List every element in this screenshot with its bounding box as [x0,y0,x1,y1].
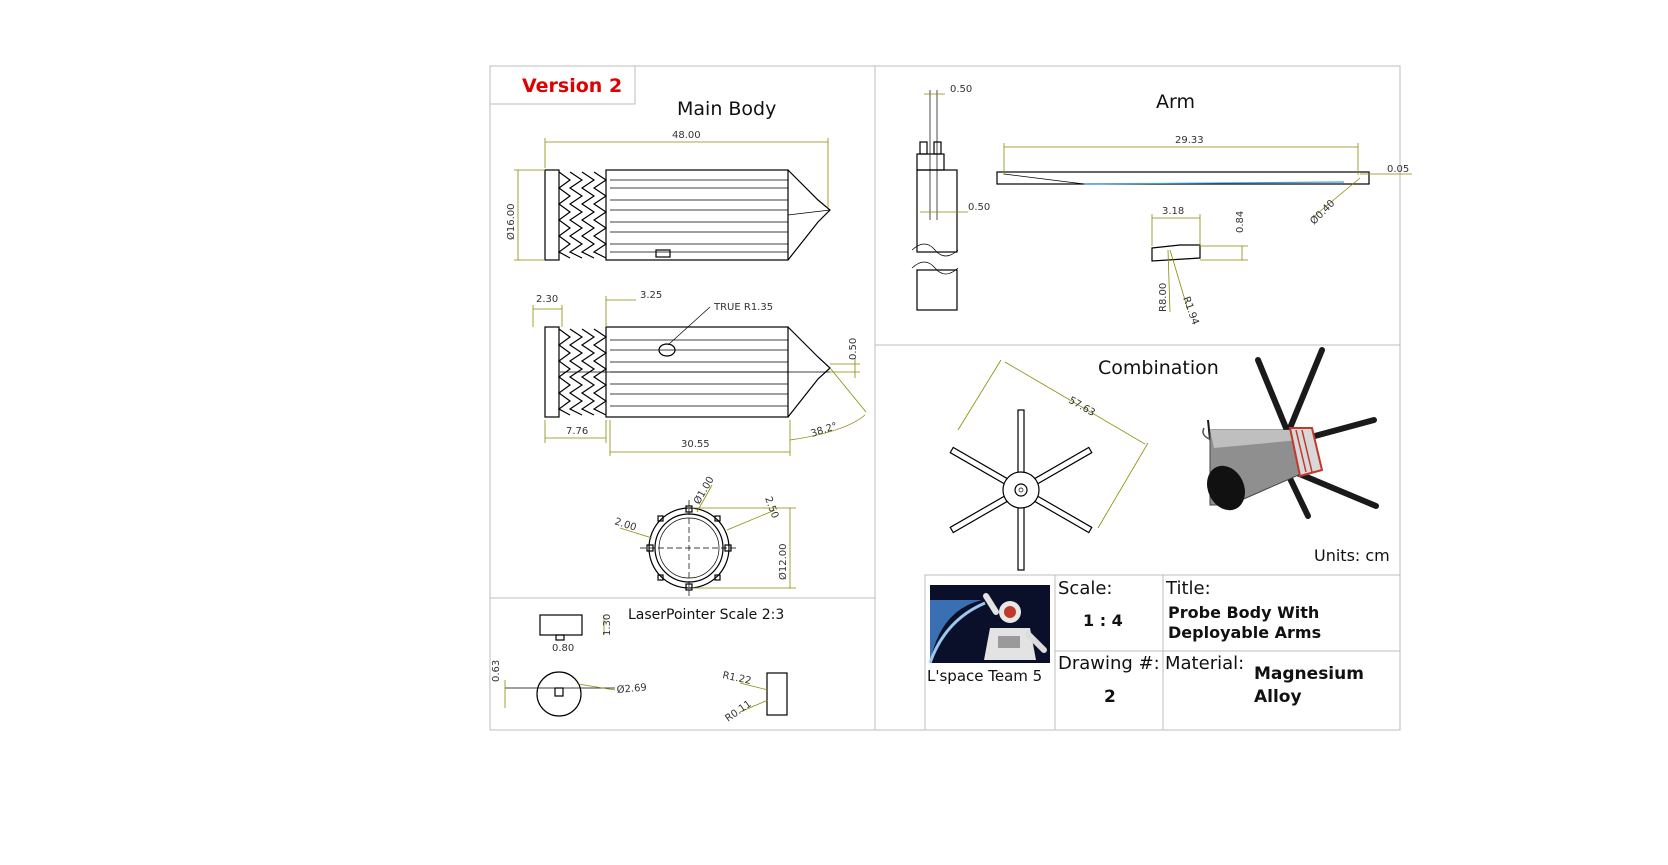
dim-lp-0-80: 0.80 [552,643,574,654]
dim-lp-0-63: 0.63 [491,660,502,682]
dim-arm-top-0-50: 0.50 [950,84,972,95]
dim-arm-side-0-50: 0.50 [968,202,990,213]
scale-label: Scale: [1058,578,1113,599]
main-body-view-side [544,326,831,418]
title-line-2: Deployable Arms [1168,623,1321,642]
title-block: L'space Team 5 Scale: 1 : 4 Title: Probe… [924,574,1401,731]
combination-title: Combination [1098,357,1219,379]
dim-arm-dia-0-40: Ø0.40 [1308,197,1338,227]
arm-view-section: 3.18 0.84 R8.00 R1.94 [1151,206,1248,326]
units-label: Units: cm [1314,546,1390,565]
dim-2-00: 2.00 [613,516,638,533]
dim-30-55: 30.55 [681,439,710,450]
title-line-1: Probe Body With [1168,603,1319,622]
arm-view-end: 0.50 0.50 [911,84,990,311]
main-body-view-end [640,500,738,596]
dim-2-30: 2.30 [536,294,558,305]
dim-7-76: 7.76 [566,426,588,437]
dim-arm-length: 29.33 [1175,135,1204,146]
dim-lp-r-0-11: R0.11 [723,699,753,725]
dim-lp-1-30: 1.30 [602,614,613,636]
material-line-1: Magnesium [1254,664,1364,684]
dim-main-length: 48.00 [672,130,701,141]
dim-arm-0-84: 0.84 [1235,211,1246,233]
material-label: Material: [1165,653,1244,674]
dim-arm-3-18: 3.18 [1162,206,1184,217]
arm-view-side: 29.33 0.05 Ø0.40 [996,135,1412,227]
main-body-title: Main Body [677,98,776,120]
dim-arm-r-8-00: R8.00 [1158,283,1169,312]
dim-dia-1-00: Ø1.00 [691,474,716,506]
dim-main-diameter: Ø16.00 [505,204,517,241]
main-body-dims-front: 48.00 Ø16.00 [505,130,829,261]
dim-arm-0-05: 0.05 [1387,164,1409,175]
main-body-dims-end: Ø1.00 2.50 2.00 Ø12.00 [613,474,796,589]
dim-arm-r-1-94: R1.94 [1180,295,1200,326]
scale-value: 1 : 4 [1083,611,1123,630]
dim-lp-dia-2-69: Ø2.69 [616,681,647,696]
dim-3-25: 3.25 [640,290,662,301]
dim-angle: 38.2° [810,421,839,440]
laser-pointer-title: LaserPointer Scale 2:3 [628,607,784,623]
dim-lp-r-1-22: R1.22 [721,670,752,687]
version-label: Version 2 [522,75,622,97]
material-line-2: Alloy [1254,687,1302,707]
combination-top-view: 57.63 [949,359,1149,571]
main-body-view-front [544,169,831,261]
title-label: Title: [1165,578,1211,599]
dim-tip-0-50: 0.50 [848,338,859,360]
drawing-label: Drawing #: [1058,653,1160,674]
dim-comb-span: 57.63 [1067,395,1097,419]
laser-pointer-views: 1.30 0.80 0.63 Ø2.69 R1.22 R0.11 [491,614,788,725]
team-name: L'space Team 5 [927,667,1042,685]
combination-iso-view [1202,347,1379,519]
team-photo [928,585,1050,664]
arm-title: Arm [1156,91,1195,113]
dim-dia-12-00: Ø12.00 [777,544,789,581]
drawing-value: 2 [1104,687,1116,707]
dim-true-r: TRUE R1.35 [713,302,773,313]
main-body-dims-side: 2.30 3.25 TRUE R1.35 0.50 7.76 30.55 38.… [532,290,867,456]
